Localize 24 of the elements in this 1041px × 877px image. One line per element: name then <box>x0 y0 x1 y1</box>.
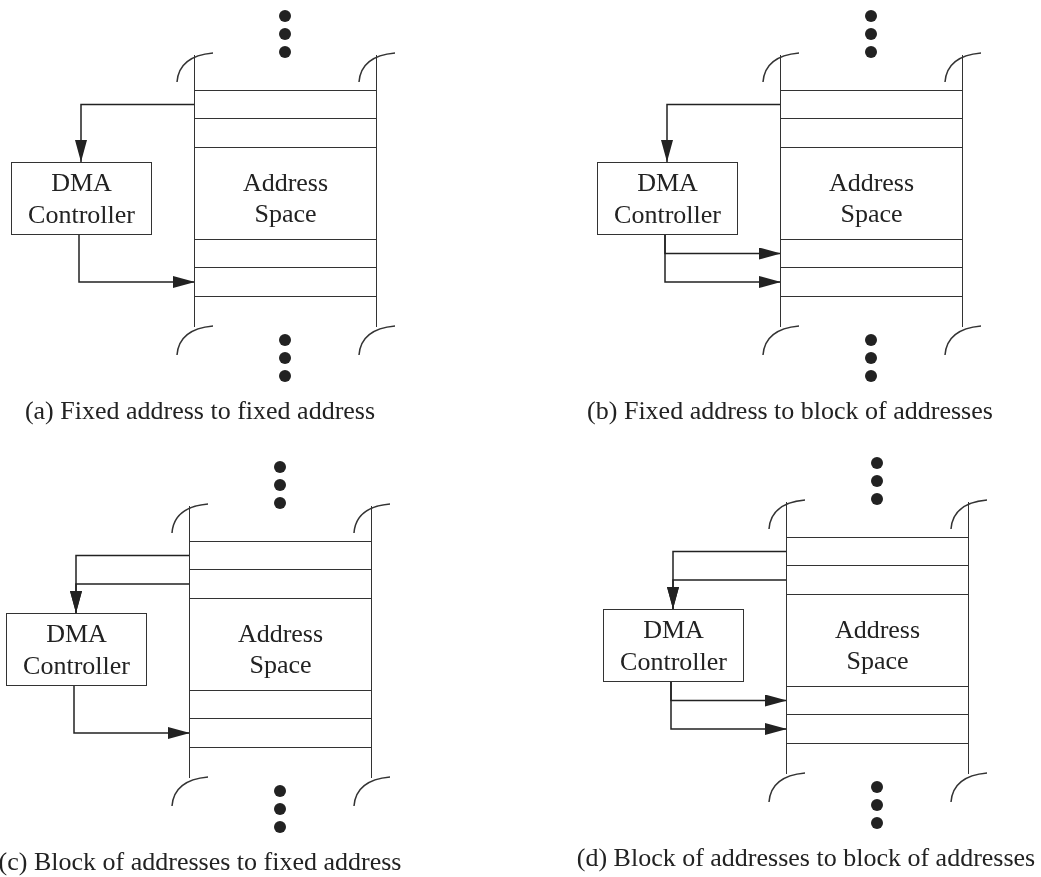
controller-box: DMA Controller <box>11 162 152 235</box>
controller-box: DMA Controller <box>597 162 738 235</box>
column-label: Address Space <box>236 618 325 681</box>
column-label: Address Space <box>241 167 330 230</box>
arrow <box>73 685 191 739</box>
arrow <box>78 234 196 288</box>
caption: (b) Fixed address to block of addresses <box>587 396 993 426</box>
caption: (a) Fixed address to fixed address <box>24 396 376 426</box>
controller-box: DMA Controller <box>603 609 744 682</box>
arrow <box>670 681 788 735</box>
address-space-column <box>786 502 969 774</box>
caption: (c) Block of addresses to fixed address <box>0 847 402 877</box>
column-label: Address Space <box>827 167 916 230</box>
caption: (d) Block of addresses to block of addresses <box>576 843 1036 873</box>
arrow <box>667 579 788 610</box>
controller-box: DMA Controller <box>6 613 147 686</box>
address-space-column <box>194 55 377 327</box>
arrow <box>661 103 782 163</box>
address-space-column <box>780 55 963 327</box>
arrow <box>75 103 196 163</box>
address-space-column <box>189 506 372 778</box>
arrow <box>70 583 191 614</box>
column-label: Address Space <box>833 614 922 677</box>
arrow <box>664 234 782 288</box>
